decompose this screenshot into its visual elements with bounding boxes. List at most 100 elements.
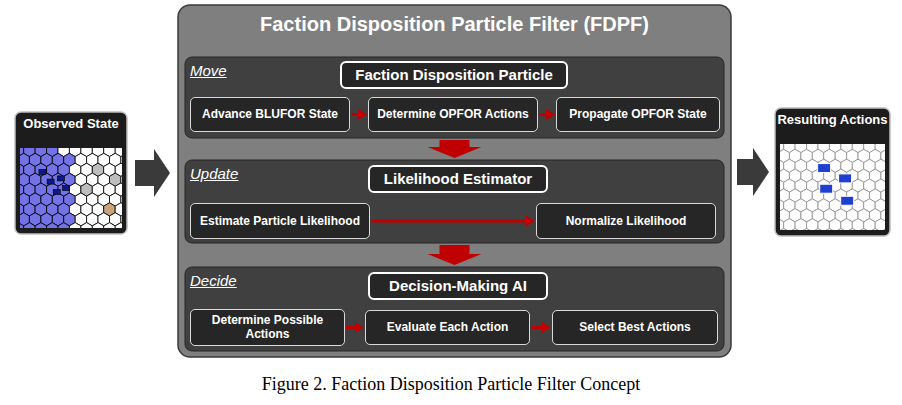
block-arrow	[428, 140, 482, 158]
map-ground	[780, 144, 885, 230]
panel-background	[178, 5, 731, 357]
hex-cell	[780, 229, 789, 231]
hex-cell	[812, 229, 823, 231]
unit-marker	[53, 190, 60, 195]
stage-section: MoveFaction Disposition ParticleAdvance …	[185, 57, 724, 138]
arrow-line	[371, 220, 526, 223]
section-label: Move	[190, 62, 227, 79]
stage-section: Update Likelihood EstimatorEstimate Parti…	[185, 160, 724, 243]
unit-marker	[62, 186, 69, 191]
connector	[371, 216, 535, 227]
hex-cell	[81, 223, 92, 228]
hex-cell	[801, 229, 812, 231]
map-ground	[20, 148, 122, 228]
hex-cell	[847, 229, 858, 231]
hex-cell	[835, 229, 846, 231]
hex-cell	[115, 223, 122, 228]
process-box: Determine OPFOR Actions	[368, 97, 538, 132]
block-arrow	[428, 245, 482, 265]
hex-cell	[870, 229, 881, 231]
section-background	[185, 267, 724, 351]
arrow-head	[526, 216, 535, 227]
hex-cell	[780, 219, 784, 230]
hex-cell	[881, 229, 885, 231]
hex-cell	[852, 219, 863, 230]
box-label: Decision-Making AI	[389, 277, 527, 295]
component-box: Likelihood Estimator	[368, 165, 548, 193]
unit-marker	[818, 164, 831, 173]
unit-marker	[820, 184, 833, 193]
hex-cell	[824, 229, 836, 231]
box-label: Normalize Likelihood	[566, 214, 687, 228]
hex-cell	[24, 223, 35, 228]
connector	[135, 149, 170, 197]
box-label: Select Best Actions	[579, 320, 691, 334]
hex-cell	[47, 223, 58, 228]
hex-cell	[20, 223, 24, 228]
arrow-line	[346, 326, 355, 329]
section-background	[185, 160, 724, 243]
hex-cell	[69, 223, 81, 228]
panel-title: Faction Disposition Particle Filter (FDP…	[178, 13, 731, 36]
image-title: Resulting Actions	[777, 113, 888, 128]
process-box: Advance BLUFOR State	[190, 97, 350, 132]
box-label: Determine Possible Actions	[197, 313, 338, 342]
hex-map	[20, 148, 122, 228]
unit-marker	[841, 196, 854, 205]
box-label: Estimate Particle Likelihood	[200, 214, 360, 228]
hex-cell	[841, 219, 852, 230]
connector	[351, 109, 367, 120]
process-box: Select Best Actions	[552, 310, 718, 345]
section-label: Decide	[190, 272, 237, 289]
section-label: Update	[190, 165, 238, 182]
box-label: Determine OPFOR Actions	[377, 107, 529, 121]
image-background	[15, 112, 127, 234]
process-box: Determine Possible Actions	[190, 309, 345, 346]
process-box: Evaluate Each Action	[365, 310, 530, 345]
connector	[531, 322, 551, 333]
image-box: Observed State	[15, 112, 127, 234]
block-arrow	[737, 148, 769, 196]
arrow-line	[351, 113, 358, 116]
connector	[539, 109, 555, 120]
arrow-line	[539, 113, 546, 116]
unit-marker	[47, 179, 54, 184]
box-label: Advance BLUFOR State	[202, 107, 338, 121]
arrow-head	[355, 322, 364, 333]
component-box: Decision-Making AI	[368, 272, 548, 300]
hex-cell	[858, 229, 870, 231]
connector	[737, 148, 769, 196]
process-box: Propagate OPFOR State	[556, 97, 720, 132]
arrow-head	[358, 109, 367, 120]
process-box: Normalize Likelihood	[536, 203, 716, 239]
hex-cell	[829, 219, 841, 230]
section-background	[185, 57, 724, 138]
hex-cell	[807, 219, 818, 230]
image-box: Resulting Actions	[775, 108, 890, 236]
connector	[346, 322, 364, 333]
connector	[428, 245, 482, 265]
stage-section: Decide Decision-Making AI Determine Possib…	[185, 267, 724, 351]
hex-cell	[864, 219, 876, 230]
hex-cell	[875, 219, 885, 230]
box-label: Evaluate Each Action	[387, 320, 509, 334]
arrow-line	[531, 326, 542, 329]
unit-marker	[57, 176, 64, 181]
figure-caption: Figure 2. Faction Disposition Particle F…	[0, 374, 902, 395]
process-box: Estimate Particle Likelihood	[190, 203, 370, 239]
block-arrow	[135, 149, 170, 197]
arrow-head	[546, 109, 555, 120]
hex-cell	[104, 223, 116, 228]
hex-cell	[818, 219, 829, 230]
hex-cell	[795, 219, 807, 230]
connector	[428, 140, 482, 158]
image-title: Observed State	[17, 117, 125, 132]
image-background	[775, 108, 890, 236]
box-label: Propagate OPFOR State	[569, 107, 706, 121]
filter-panel: Faction Disposition Particle Filter (FDP…	[178, 5, 731, 357]
arrow-head	[542, 322, 551, 333]
hex-cell	[784, 219, 795, 230]
hex-cell	[35, 223, 47, 228]
unit-marker	[839, 174, 852, 183]
